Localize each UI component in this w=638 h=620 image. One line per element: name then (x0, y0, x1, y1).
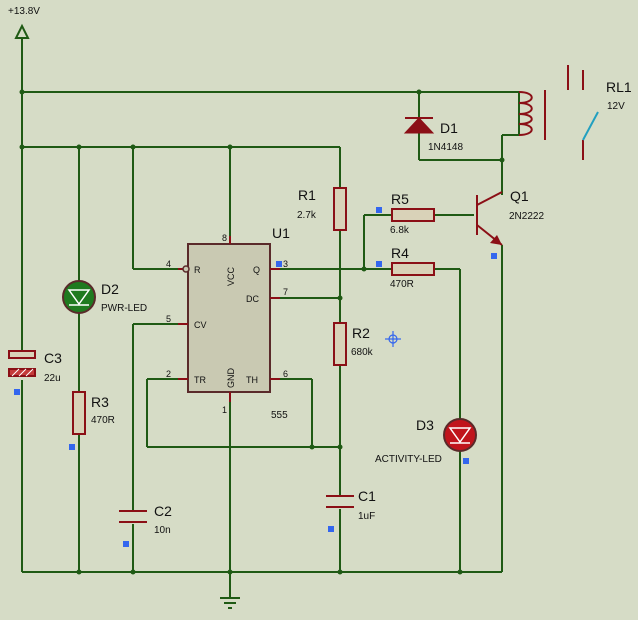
pin-label-dc: DC (246, 294, 259, 304)
pin-num-dc: 7 (283, 287, 288, 297)
diode-d1[interactable]: D1 1N4148 (403, 117, 463, 153)
q1-ref: Q1 (510, 188, 529, 204)
r3-value: 470R (91, 415, 115, 426)
c2-ref: C2 (154, 503, 172, 519)
capacitor-c2[interactable]: C2 10n (119, 503, 172, 536)
resistor-r4[interactable]: R4 470R (390, 245, 435, 290)
pin-label-q: Q (253, 265, 260, 275)
resistor-r5[interactable]: R5 6.8k (390, 191, 435, 236)
pin-label-gnd: GND (226, 368, 236, 389)
r5-value: 6.8k (390, 225, 410, 236)
c3-value: 22u (44, 373, 61, 384)
r4-ref: R4 (391, 245, 409, 261)
ic-ref-label: U1 (272, 225, 290, 241)
capacitor-c1[interactable]: C1 1uF (326, 488, 376, 522)
r5-ref: R5 (391, 191, 409, 207)
r1-value: 2.7k (297, 210, 317, 221)
pin-label-reset: R (194, 265, 201, 275)
r2-ref: R2 (352, 325, 370, 341)
pin-num-th: 6 (283, 369, 288, 379)
transistor-q1[interactable]: Q1 2N2222 (476, 188, 544, 246)
c2-value: 10n (154, 525, 171, 536)
resistor-r3[interactable]: R3 470R (72, 391, 115, 435)
r1-ref: R1 (298, 187, 316, 203)
wires (21, 38, 520, 598)
d2-ref: D2 (101, 281, 119, 297)
d3-value: ACTIVITY-LED (375, 454, 442, 465)
d3-ref: D3 (416, 417, 434, 433)
pin-label-cv: CV (194, 320, 207, 330)
led-d2[interactable]: D2 PWR-LED (62, 280, 147, 314)
resistor-r2[interactable]: R2 680k (333, 322, 374, 366)
rl1-value: 12V (607, 101, 625, 112)
resistor-r1[interactable]: R1 2.7k (297, 187, 347, 231)
probe-markers (14, 207, 497, 547)
ic-type-label: 555 (271, 410, 288, 421)
rl1-ref: RL1 (606, 79, 632, 95)
pin-num-gnd: 1 (222, 405, 227, 415)
pin-num-tr: 2 (166, 369, 171, 379)
pin-label-vcc: VCC (226, 266, 236, 286)
pin-num-reset: 4 (166, 259, 171, 269)
d1-ref: D1 (440, 120, 458, 136)
ic-555[interactable]: U1 555 4 R 8 VCC 3 Q 7 DC 5 CV 2 TR 1 GN… (166, 225, 290, 421)
d2-value: PWR-LED (101, 303, 147, 314)
pin-num-q: 3 (283, 259, 288, 269)
d1-value: 1N4148 (428, 142, 463, 153)
relay-rl1[interactable]: RL1 12V (518, 65, 632, 160)
c1-ref: C1 (358, 488, 376, 504)
r2-value: 680k (351, 347, 374, 358)
q1-value: 2N2222 (509, 211, 544, 222)
supply-terminal: +13.8V (8, 6, 40, 39)
junction-dots (19, 89, 505, 575)
r3-ref: R3 (91, 394, 109, 410)
ground-symbol (220, 597, 240, 609)
c3-ref: C3 (44, 350, 62, 366)
crosshair-cursor-icon (385, 331, 401, 347)
pin-label-tr: TR (194, 375, 206, 385)
led-d3[interactable]: D3 ACTIVITY-LED (375, 417, 477, 465)
pin-num-vcc: 8 (222, 233, 227, 243)
pin-label-th: TH (246, 375, 258, 385)
r4-value: 470R (390, 279, 414, 290)
capacitor-c3[interactable]: C3 22u (8, 350, 62, 384)
c1-value: 1uF (358, 511, 375, 522)
pin-num-cv: 5 (166, 314, 171, 324)
supply-label: +13.8V (8, 6, 40, 17)
